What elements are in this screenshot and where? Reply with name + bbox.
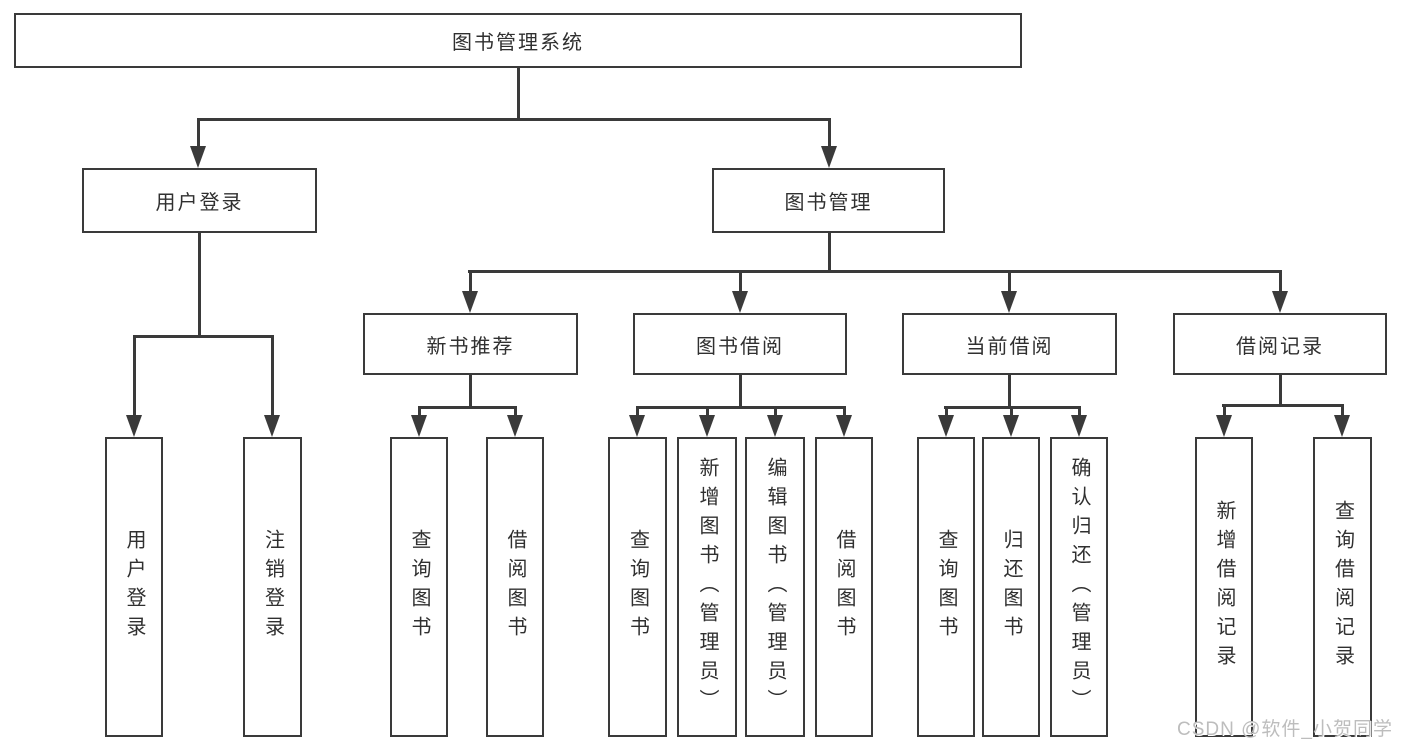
arrowhead-icon xyxy=(629,415,645,437)
arrowhead-icon xyxy=(1334,415,1350,437)
connector-line xyxy=(516,68,520,118)
arrowhead-icon xyxy=(732,291,748,313)
node-label: 新书推荐 xyxy=(426,335,515,358)
node-book-borrowing: 图书借阅 xyxy=(633,313,847,375)
connector-line xyxy=(513,406,517,419)
node-label: 用户登录 xyxy=(155,192,244,214)
node-label: 当前借阅 xyxy=(965,335,1054,358)
leaf-user-login: 用户登录 xyxy=(105,437,163,737)
leaf-label: 查询图书 xyxy=(626,529,649,645)
node-label: 借阅记录 xyxy=(1236,335,1324,358)
arrowhead-icon xyxy=(507,415,523,437)
leaf-label: 查询图书 xyxy=(408,529,430,645)
connector-line xyxy=(636,406,845,409)
connector-line xyxy=(132,335,136,419)
arrowhead-icon xyxy=(462,291,478,313)
node-user-login: 用户登录 xyxy=(82,168,317,233)
connector-line xyxy=(842,406,846,419)
connector-line xyxy=(418,406,516,409)
connector-line xyxy=(197,233,201,337)
connector-line xyxy=(1007,270,1011,295)
arrowhead-icon xyxy=(1001,291,1017,313)
arrowhead-icon xyxy=(190,146,206,168)
connector-line xyxy=(1009,406,1013,419)
arrowhead-icon xyxy=(836,415,852,437)
node-current-borrowing: 当前借阅 xyxy=(902,313,1117,375)
connector-line xyxy=(133,335,274,338)
connector-line xyxy=(1077,406,1081,419)
leaf-bb-query-books: 查询图书 xyxy=(608,437,667,737)
leaf-logout: 注销登录 xyxy=(243,437,302,737)
leaf-cb-query-books: 查询图书 xyxy=(917,437,975,737)
connector-line xyxy=(1278,375,1282,406)
arrowhead-icon xyxy=(1003,415,1019,437)
connector-line xyxy=(773,406,777,419)
connector-line xyxy=(944,406,1081,409)
leaf-nb-borrow-books: 借阅图书 xyxy=(486,437,544,737)
arrowhead-icon xyxy=(1071,415,1087,437)
connector-line xyxy=(827,118,831,148)
node-library-management-system: 图书管理系统 xyxy=(14,13,1022,68)
arrowhead-icon xyxy=(264,415,280,437)
connector-line xyxy=(944,406,948,419)
leaf-cb-confirm-return-admin: 确认归还（管理员） xyxy=(1050,437,1108,737)
leaf-bb-borrow-books: 借阅图书 xyxy=(815,437,873,737)
arrowhead-icon xyxy=(938,415,954,437)
leaf-label: 借阅图书 xyxy=(504,529,526,645)
connector-line xyxy=(1007,375,1011,408)
node-book-management: 图书管理 xyxy=(712,168,945,233)
connector-line xyxy=(468,375,472,408)
arrowhead-icon xyxy=(821,146,837,168)
arrowhead-icon xyxy=(1272,291,1288,313)
arrowhead-icon xyxy=(767,415,783,437)
watermark: CSDN @软件_小贺同学 xyxy=(1177,719,1393,740)
connector-line xyxy=(468,270,472,295)
connector-line xyxy=(635,406,639,419)
leaf-bb-edit-books-admin: 编辑图书（管理员） xyxy=(745,437,805,737)
connector-line xyxy=(468,270,1281,273)
connector-line xyxy=(1222,404,1226,419)
leaf-bb-add-books-admin: 新增图书（管理员） xyxy=(677,437,737,737)
node-new-book-recommendation: 新书推荐 xyxy=(363,313,578,375)
connector-line xyxy=(738,375,742,408)
leaf-label: 注销登录 xyxy=(261,529,284,645)
node-label: 图书管理系统 xyxy=(452,32,584,54)
leaf-label: 归还图书 xyxy=(1000,529,1022,645)
node-label: 图书管理 xyxy=(784,192,873,214)
leaf-label: 借阅图书 xyxy=(833,529,855,645)
leaf-br-query-record: 查询借阅记录 xyxy=(1313,437,1372,737)
arrowhead-icon xyxy=(411,415,427,437)
connector-line xyxy=(197,118,831,121)
connector-line xyxy=(738,270,742,295)
connector-line xyxy=(417,406,421,419)
connector-line xyxy=(705,406,709,419)
arrowhead-icon xyxy=(126,415,142,437)
leaf-label: 新增图书（管理员） xyxy=(696,456,718,718)
leaf-label: 编辑图书（管理员） xyxy=(764,456,786,718)
leaf-label: 查询图书 xyxy=(935,529,957,645)
leaf-label: 查询借阅记录 xyxy=(1331,500,1354,674)
arrowhead-icon xyxy=(699,415,715,437)
connector-line xyxy=(1222,404,1344,407)
leaf-br-add-record: 新增借阅记录 xyxy=(1195,437,1253,737)
leaf-label: 新增借阅记录 xyxy=(1213,500,1235,674)
arrowhead-icon xyxy=(1216,415,1232,437)
connector-line xyxy=(196,118,200,148)
node-label: 图书借阅 xyxy=(696,335,784,358)
leaf-cb-return-books: 归还图书 xyxy=(982,437,1040,737)
leaf-label: 用户登录 xyxy=(123,529,145,645)
connector-line xyxy=(1278,270,1282,295)
connector-line xyxy=(1340,404,1344,419)
leaf-label: 确认归还（管理员） xyxy=(1068,456,1090,718)
leaf-nb-query-books: 查询图书 xyxy=(390,437,448,737)
connector-line xyxy=(271,335,274,419)
node-borrowing-records: 借阅记录 xyxy=(1173,313,1387,375)
connector-line xyxy=(827,233,831,272)
